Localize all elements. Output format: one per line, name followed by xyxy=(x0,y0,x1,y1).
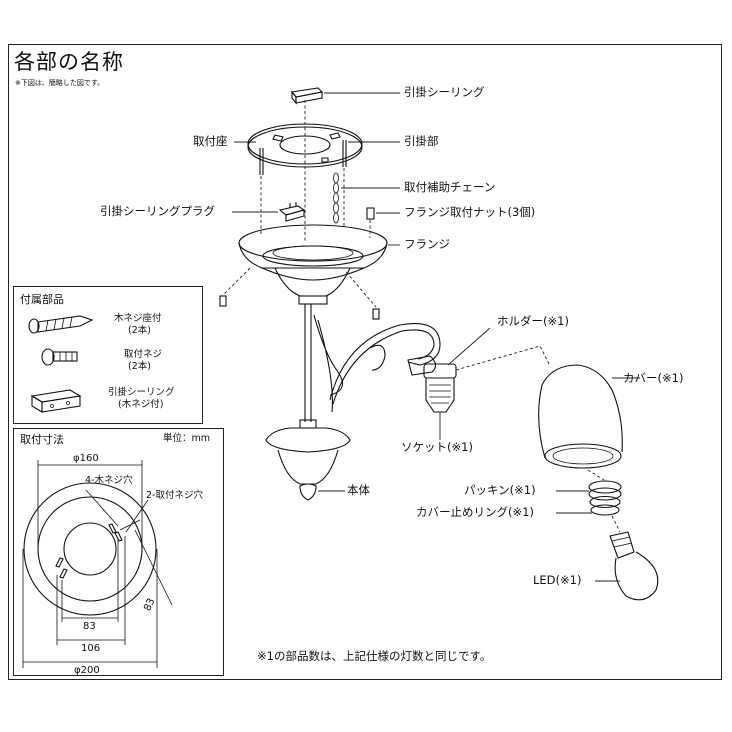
label-hikkakebu: 引掛部 xyxy=(404,134,439,148)
accessories-box xyxy=(13,286,203,424)
accessory-2-name: 取付ネジ xyxy=(124,349,163,360)
plug-drawing xyxy=(278,202,306,222)
simplified-note: ※下図は、簡略した図です。 xyxy=(15,79,105,87)
led-drawing xyxy=(609,531,659,601)
label-cover-ring: カバー止めリング(※1) xyxy=(416,505,534,519)
label-led: LED(※1) xyxy=(533,573,582,587)
accessory-1-qty: (2本) xyxy=(128,325,151,336)
cover-drawing xyxy=(538,364,623,469)
chain-drawing xyxy=(333,172,339,224)
accessories-title: 付属部品 xyxy=(20,293,64,306)
label-body: 本体 xyxy=(347,483,370,497)
dim-phi200: φ200 xyxy=(74,665,100,676)
packing-ring-drawing xyxy=(588,480,622,516)
flange-nut-drawing xyxy=(366,207,375,220)
accessory-1-name: 木ネジ座付 xyxy=(114,313,162,324)
label-socket: ソケット(※1) xyxy=(401,440,473,454)
page-title: 各部の名称 xyxy=(14,50,124,74)
dim-screw-holes: 2-取付ネジ穴 xyxy=(146,490,203,501)
dim-phi160: φ160 xyxy=(73,453,99,464)
label-hikkake-ceiling: 引掛シーリング xyxy=(404,85,485,99)
label-packing: パッキン(※1) xyxy=(464,483,536,497)
label-toritsukeza: 取付座 xyxy=(193,134,228,148)
dim-106: 106 xyxy=(81,643,101,654)
label-flange: フランジ xyxy=(404,237,450,251)
footnote: ※1の部品数は、上記仕様の灯数と同じです。 xyxy=(257,649,492,663)
hikkake-ceiling-drawing xyxy=(290,87,324,105)
dim-wood-holes: 4-木ネジ穴 xyxy=(85,475,133,486)
accessory-3-qty: (木ネジ付) xyxy=(118,399,164,410)
mounting-dimensions-box xyxy=(13,428,224,676)
dimensions-unit: 単位：mm xyxy=(163,433,211,444)
accessory-2-qty: (2本) xyxy=(128,361,151,372)
diagram-frame xyxy=(8,44,722,680)
label-cover: カバー(※1) xyxy=(623,371,684,385)
body-drawing xyxy=(265,267,441,501)
socket-drawing xyxy=(425,377,455,413)
label-chain: 取付補助チェーン xyxy=(404,180,496,194)
accessory-3-name: 引掛シーリング xyxy=(108,387,175,398)
flange-screws-drawing xyxy=(219,267,380,320)
dim-83-horizontal: 83 xyxy=(83,621,96,632)
dimensions-title: 取付寸法 xyxy=(20,433,64,446)
label-plug: 引掛シーリングプラグ xyxy=(100,204,215,218)
label-holder: ホルダー(※1) xyxy=(497,314,569,328)
label-flange-nut: フランジ取付ナット(3個) xyxy=(404,205,536,219)
